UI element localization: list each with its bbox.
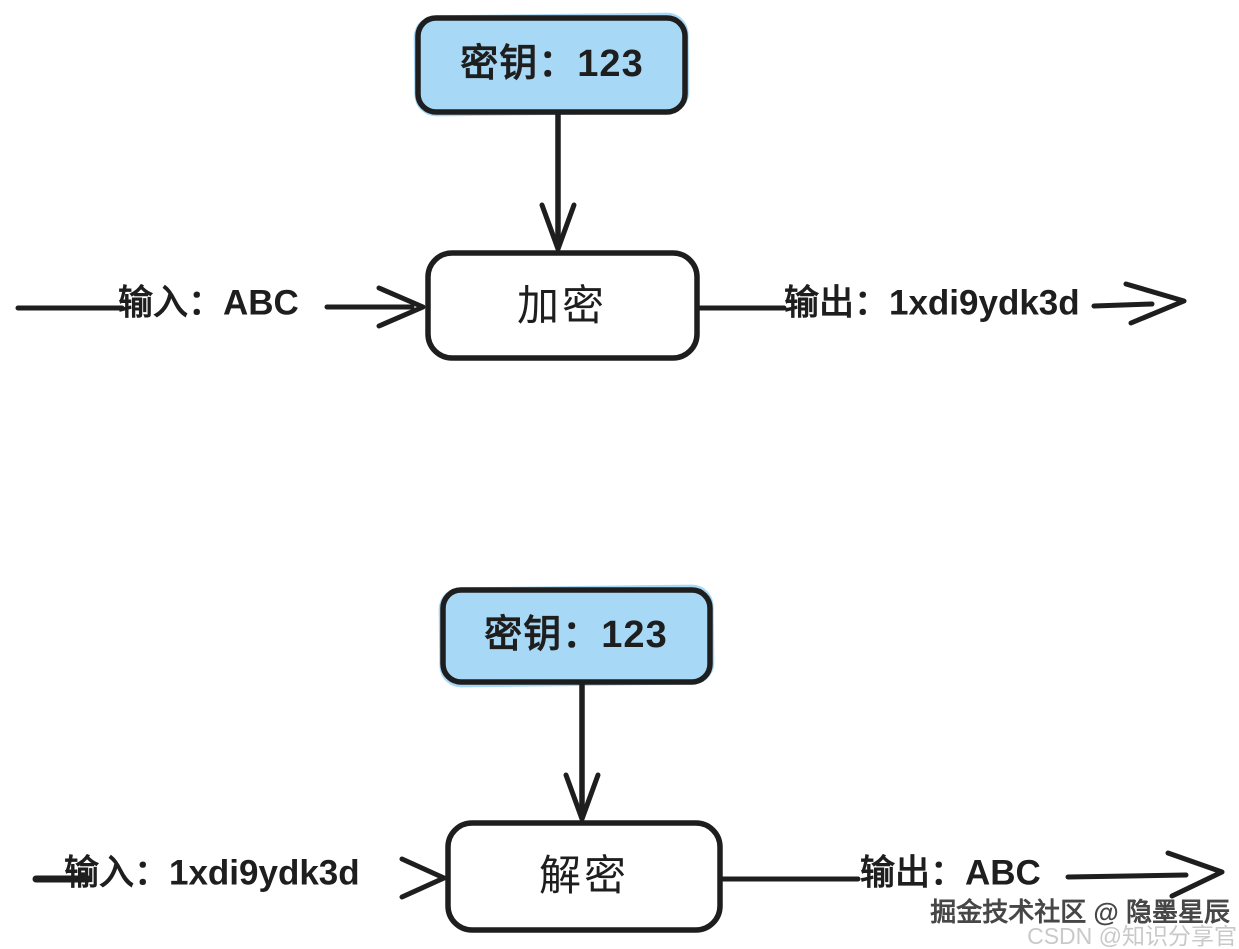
encryption-output-arrowhead-icon: [1123, 281, 1187, 326]
decryption-input-label: 输入：1xdi9ydk3d: [64, 853, 360, 893]
decryption-output-arrow-line: [1065, 872, 1189, 880]
decryption-flow-shapes: [32, 584, 1225, 933]
encryption-input-arrowhead-icon: [376, 285, 426, 329]
decryption-output-label: 输出：ABC: [860, 853, 1041, 893]
encryption-input-label: 输入：ABC: [118, 283, 299, 323]
decryption-input-arrowhead-icon: [399, 856, 447, 900]
decryption-process-label: 解密: [538, 852, 630, 899]
decryption-key-box: [440, 587, 713, 685]
encryption-flow-shapes: [15, 12, 1187, 361]
encryption-key-to-process-arrowhead-icon: [539, 202, 577, 252]
watermark-juejin-community: 掘金技术社区 @ 隐墨星辰: [930, 897, 1230, 927]
encryption-key-box: [415, 15, 688, 115]
decryption-key-label: 密钥：123: [484, 614, 668, 656]
decryption-key-to-process-arrowhead-icon: [563, 772, 601, 822]
encryption-key-label: 密钥：123: [460, 43, 644, 85]
decryption-process-box: [445, 820, 723, 933]
decryption-output-arrowhead-icon: [1165, 850, 1225, 899]
encryption-output-arrow-line: [1091, 301, 1155, 309]
encryption-output-label: 输出：1xdi9ydk3d: [784, 283, 1080, 323]
encryption-process-label: 加密: [516, 282, 608, 329]
watermark-csdn: CSDN @知识分享官: [1027, 923, 1237, 949]
